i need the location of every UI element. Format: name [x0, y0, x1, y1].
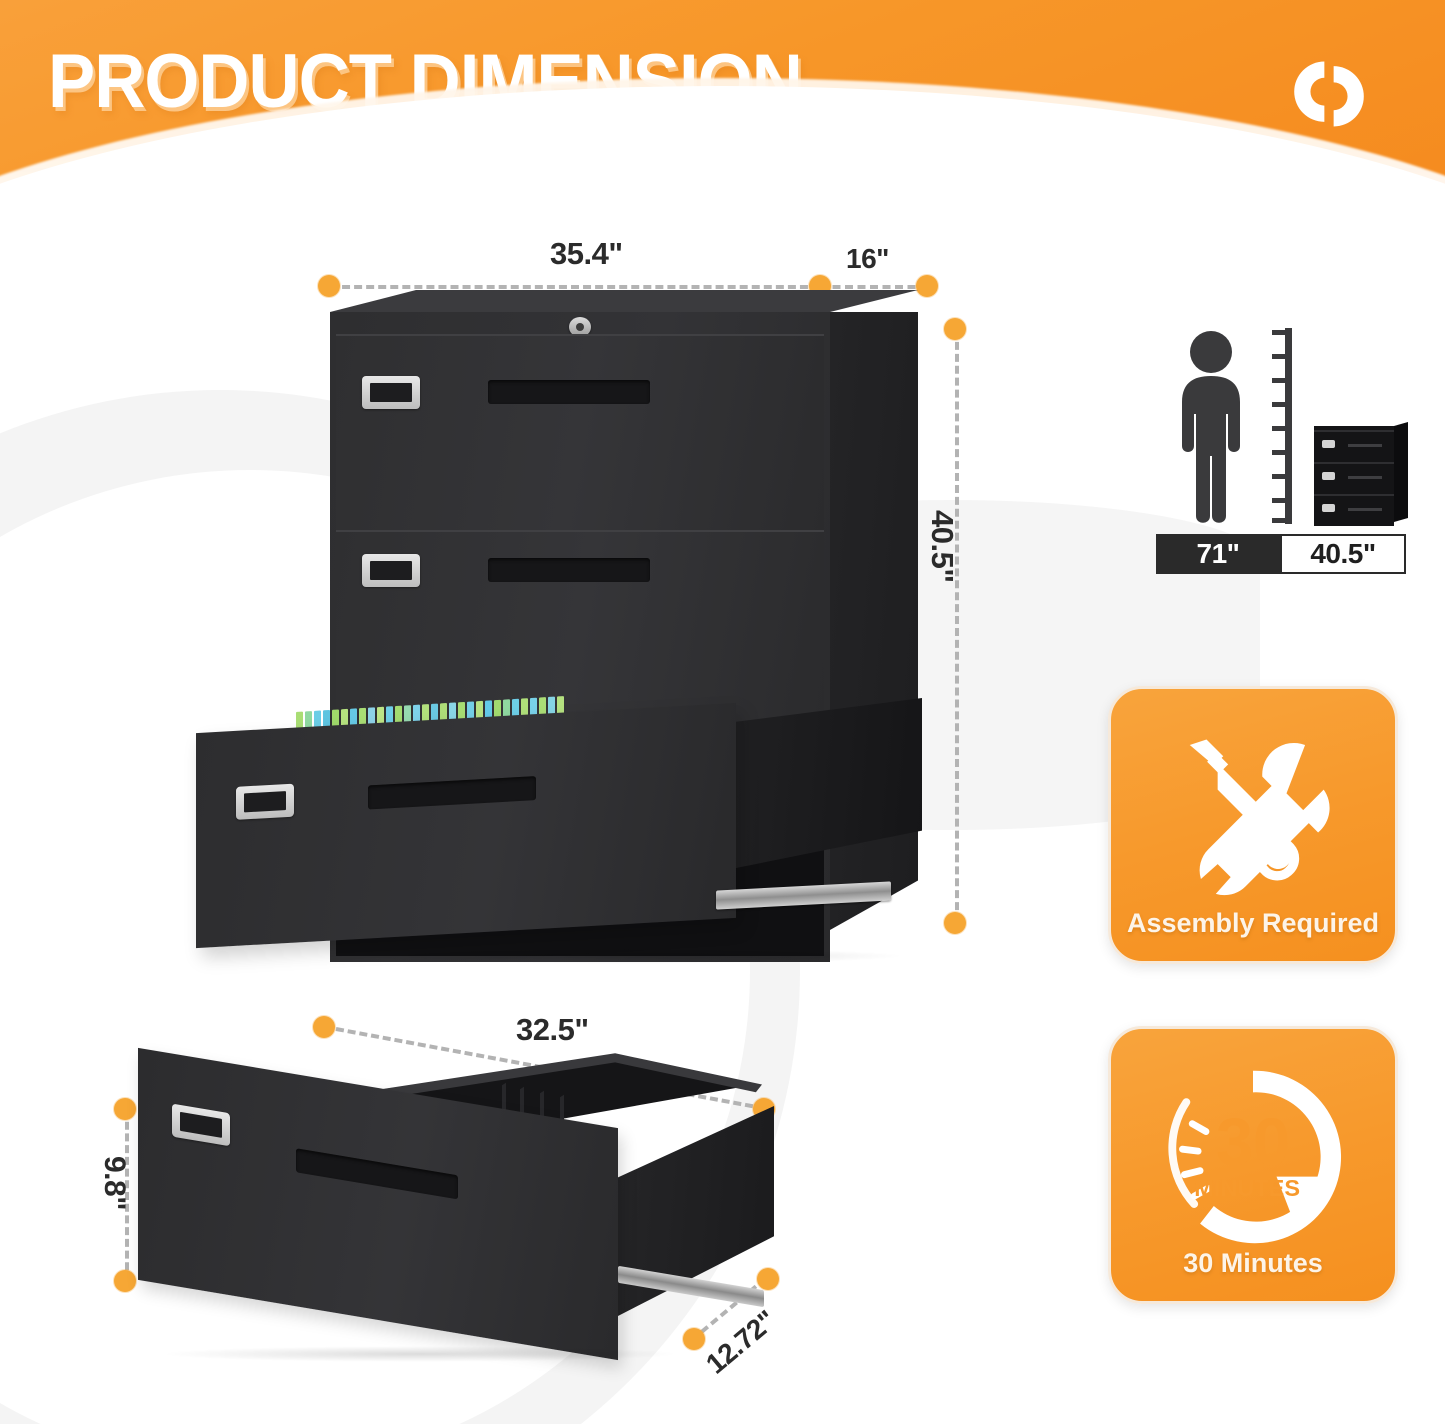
cabinet-width-label: 35.4": [550, 236, 623, 271]
dim-dot-drawer-height-bottom: [114, 1270, 136, 1292]
drawer-height-dim-line: [125, 1110, 129, 1282]
dim-dot-height-top: [944, 318, 966, 340]
dim-dot-height-bottom: [944, 912, 966, 934]
badge-assembly-required[interactable]: Assembly Required: [1108, 686, 1398, 964]
cabinet-height-dim-line: [955, 330, 959, 922]
clock-number: 30: [1216, 1106, 1290, 1180]
badge-assembly-label: Assembly Required: [1126, 908, 1380, 938]
recessed-handle-icon-3: [368, 776, 536, 810]
cabinet-drawer-1[interactable]: [336, 334, 824, 530]
mini-file-cabinet-icon: [1314, 426, 1394, 526]
badge-time-label: 30 Minutes: [1183, 1248, 1323, 1278]
thirty-minutes-clock-icon: 30 MINUTES: [1168, 1070, 1342, 1244]
recessed-handle-icon-1: [488, 380, 650, 404]
dim-dot-drawer-height-top: [114, 1098, 136, 1120]
vertical-ruler-icon: [1272, 328, 1292, 524]
cabinet-drawer-3-open[interactable]: [196, 702, 736, 949]
dim-dot-drawer-depth-left: [683, 1328, 705, 1350]
mini-cabinet-side: [1394, 422, 1408, 522]
recessed-handle-icon-2: [488, 558, 650, 582]
badge-thirty-minutes[interactable]: 30 MINUTES 30 Minutes: [1108, 1026, 1398, 1304]
removable-drawer-illustration: [120, 1047, 820, 1380]
cabinet-drawer-2[interactable]: [336, 530, 824, 726]
header-banner: PRODUCT DIMENSION: [0, 0, 1445, 196]
cabinet-depth-label: 16": [846, 243, 889, 274]
drawer-width-label: 32.5": [516, 1012, 589, 1047]
card-label-holder-icon-1: [362, 376, 420, 409]
cabinet-width-dim-line: [330, 285, 820, 289]
card-label-holder-icon-drawer: [172, 1103, 230, 1147]
dim-dot-drawer-depth-right: [757, 1268, 779, 1290]
wrench-screwdriver-icon: [1189, 739, 1330, 896]
person-silhouette-icon: [1182, 331, 1240, 523]
clock-unit: MINUTES: [1194, 1175, 1300, 1201]
dim-dot-width-left: [318, 275, 340, 297]
card-label-holder-icon-3: [236, 783, 294, 820]
cabinet-ground-shadow: [346, 948, 906, 964]
scale-bar: 71" 40.5": [1156, 534, 1406, 574]
card-label-holder-icon-2: [362, 554, 420, 587]
recessed-handle-icon-drawer: [296, 1148, 458, 1200]
cabinet-top-face: [330, 290, 918, 312]
dim-dot-depth-right: [916, 275, 938, 297]
dim-dot-drawer-width-left: [313, 1016, 335, 1038]
cabinet-depth-dim-line: [820, 285, 928, 289]
cabinet-height-value: 40.5": [1280, 534, 1406, 574]
file-cabinet-illustration: [196, 290, 966, 980]
interlocking-links-logo-icon: [1294, 61, 1364, 127]
drawer-ground-shadow: [160, 1346, 680, 1362]
person-height-value: 71": [1156, 534, 1280, 574]
scale-comparison: 71" 40.5": [1156, 322, 1408, 574]
key-lock-icon: [569, 317, 591, 337]
